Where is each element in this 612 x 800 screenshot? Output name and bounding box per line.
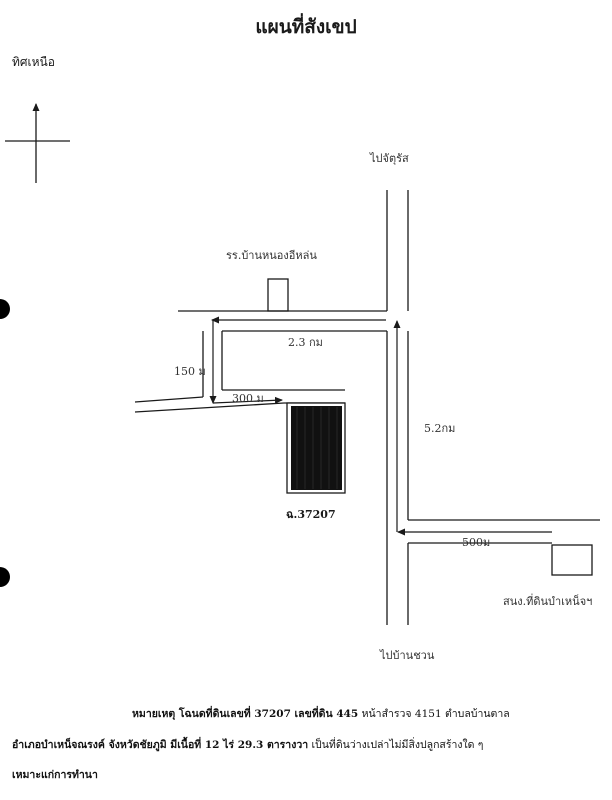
punch-hole-lower: [0, 567, 10, 587]
label-dist-5-2km: 5.2กม: [424, 422, 456, 435]
note-line-1-bold: หมายเหตุ โฉนดที่ดินเลขที่ 37207 เลขที่ดิ…: [132, 708, 359, 720]
roads: [134, 190, 600, 625]
school-building: [267, 278, 289, 312]
note-line-2-bold: อำเภอบำเหน็จณรงค์ จังหวัดชัยภูมิ มีเนื้อ…: [12, 739, 309, 751]
lane-south-edge-west: [134, 402, 285, 413]
lane-north-edge-west: [134, 396, 204, 403]
page-title: แผนที่สังเขป: [255, 16, 357, 38]
label-land-office: สนง.ที่ดินบำเหน็จฯ: [503, 595, 593, 608]
label-dist-500m: 500ม: [462, 536, 491, 549]
label-dist-150m: 150 ม: [174, 365, 206, 378]
label-school: รร.บ้านหนองอีหล่น: [226, 249, 317, 262]
note-line-2-rest: เป็นที่ดินว่างเปล่าไม่มีสิ่งปลูกสร้างใด …: [308, 739, 484, 751]
label-dist-2-3km: 2.3 กม: [288, 336, 323, 349]
note-line-3: เหมาะแก่การทำนา: [12, 769, 98, 782]
land-office-building: [551, 544, 593, 576]
route-arrows: [209, 316, 552, 536]
label-to-top: ไปจัตุรัส: [370, 152, 409, 165]
north-label: ทิศเหนือ: [12, 55, 55, 69]
note-line-1: หมายเหตุ โฉนดที่ดินเลขที่ 37207 เลขที่ดิ…: [132, 708, 510, 721]
note-line-1-rest: หน้าสำรวจ 4151 ตำบลบ้านตาล: [358, 708, 510, 720]
land-parcel: [286, 402, 346, 494]
label-to-bottom: ไปบ้านชวน: [380, 649, 435, 662]
note-line-3-bold: เหมาะแก่การทำนา: [12, 769, 98, 781]
punch-hole-upper: [0, 299, 10, 319]
arrow-300m: [212, 396, 283, 404]
label-parcel-id: ฉ.37207: [286, 508, 336, 521]
north-arrow: [5, 103, 70, 183]
label-dist-300m: 300 ม: [232, 392, 264, 405]
note-line-2: อำเภอบำเหน็จณรงค์ จังหวัดชัยภูมิ มีเนื้อ…: [12, 739, 483, 752]
